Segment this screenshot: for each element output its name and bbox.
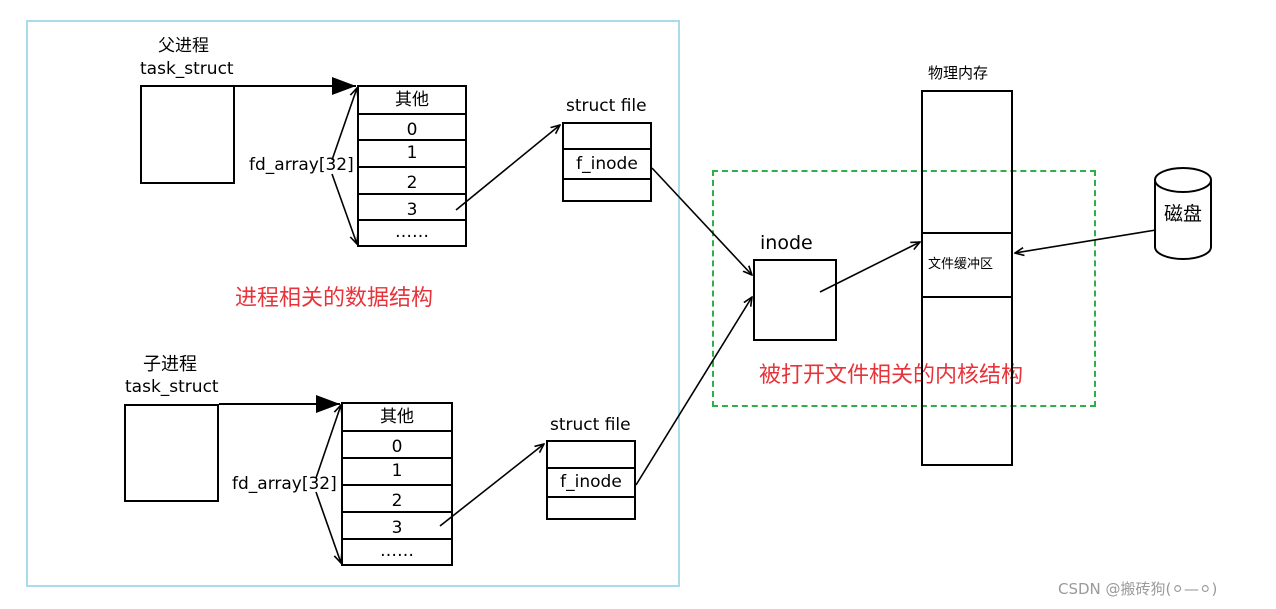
child-fd-cell-1: 1 [343, 459, 451, 486]
inode-title: inode [760, 232, 813, 254]
parent-fd-bracket-down [331, 173, 357, 244]
parent-fd-cell-2: 2 [359, 168, 465, 195]
child-struct-file-title: struct file [550, 415, 631, 435]
physical-memory-title: 物理内存 [928, 64, 989, 82]
parent-fd-table: 其他 0 1 2 3 …… [357, 85, 467, 247]
child-fd-cell-other: 其他 [343, 404, 451, 432]
parent-task-struct-box [140, 85, 235, 184]
inode-to-buffer-arrow [819, 242, 920, 293]
child-fd-cell-2: 2 [343, 486, 451, 513]
parent-fd-array-label: fd_array[32] [249, 155, 354, 175]
kernel-structures-region [712, 170, 1096, 407]
child-fd-bracket-up [315, 405, 341, 479]
parent-fd-cell-1: 1 [359, 141, 465, 168]
file-buffer-region: 文件缓冲区 [923, 232, 1011, 298]
process-region-label: 进程相关的数据结构 [235, 286, 434, 311]
child-fd-array-label: fd_array[32] [232, 474, 337, 494]
child-fd-table: 其他 0 1 2 3 …… [341, 402, 453, 566]
child-fd-cell-0: 0 [343, 432, 451, 459]
parent-f-inode-field: f_inode [564, 150, 650, 180]
child-task-struct-box [124, 404, 219, 502]
watermark: CSDN @搬砖狗(⚪—⚪) [1058, 580, 1218, 598]
physical-memory-box: 文件缓冲区 [921, 90, 1013, 466]
parent-fd-cell-3: 3 [359, 195, 465, 221]
file-buffer-label: 文件缓冲区 [928, 257, 994, 272]
parent-fd3-to-file-arrow [455, 125, 560, 211]
child-fd-bracket-down [315, 491, 341, 563]
parent-fd-cell-0: 0 [359, 115, 465, 141]
parent-struct-file-title: struct file [566, 96, 647, 116]
parent-fd-bracket-up [331, 88, 357, 161]
child-f-inode-field: f_inode [548, 469, 634, 498]
child-struct-file-row-top [548, 442, 634, 469]
kernel-region-label: 被打开文件相关的内核结构 [759, 363, 1024, 388]
parent-struct-file-row-top [564, 124, 650, 150]
parent-struct-file-box: f_inode [562, 122, 652, 202]
disk-label: 磁盘 [1164, 203, 1203, 225]
child-struct-file-box: f_inode [546, 440, 636, 520]
child-finode-to-inode-arrow [635, 297, 752, 486]
process-structures-region [26, 20, 680, 587]
child-fd-cell-more: …… [380, 541, 414, 561]
child-task-struct-label: task_struct [125, 377, 219, 397]
child-fd3-to-file-arrow [439, 444, 544, 527]
child-fd-cell-3: 3 [343, 513, 451, 540]
disk-icon [1154, 167, 1212, 260]
parent-process-title: 父进程 [158, 36, 209, 56]
inode-box [753, 259, 837, 341]
parent-task-struct-label: task_struct [140, 59, 234, 79]
child-process-title: 子进程 [143, 354, 197, 375]
parent-finode-to-inode-arrow [651, 167, 752, 275]
disk-to-buffer-arrow [1015, 229, 1157, 253]
parent-fd-cell-other: 其他 [359, 87, 465, 115]
parent-fd-cell-more: …… [395, 222, 429, 242]
